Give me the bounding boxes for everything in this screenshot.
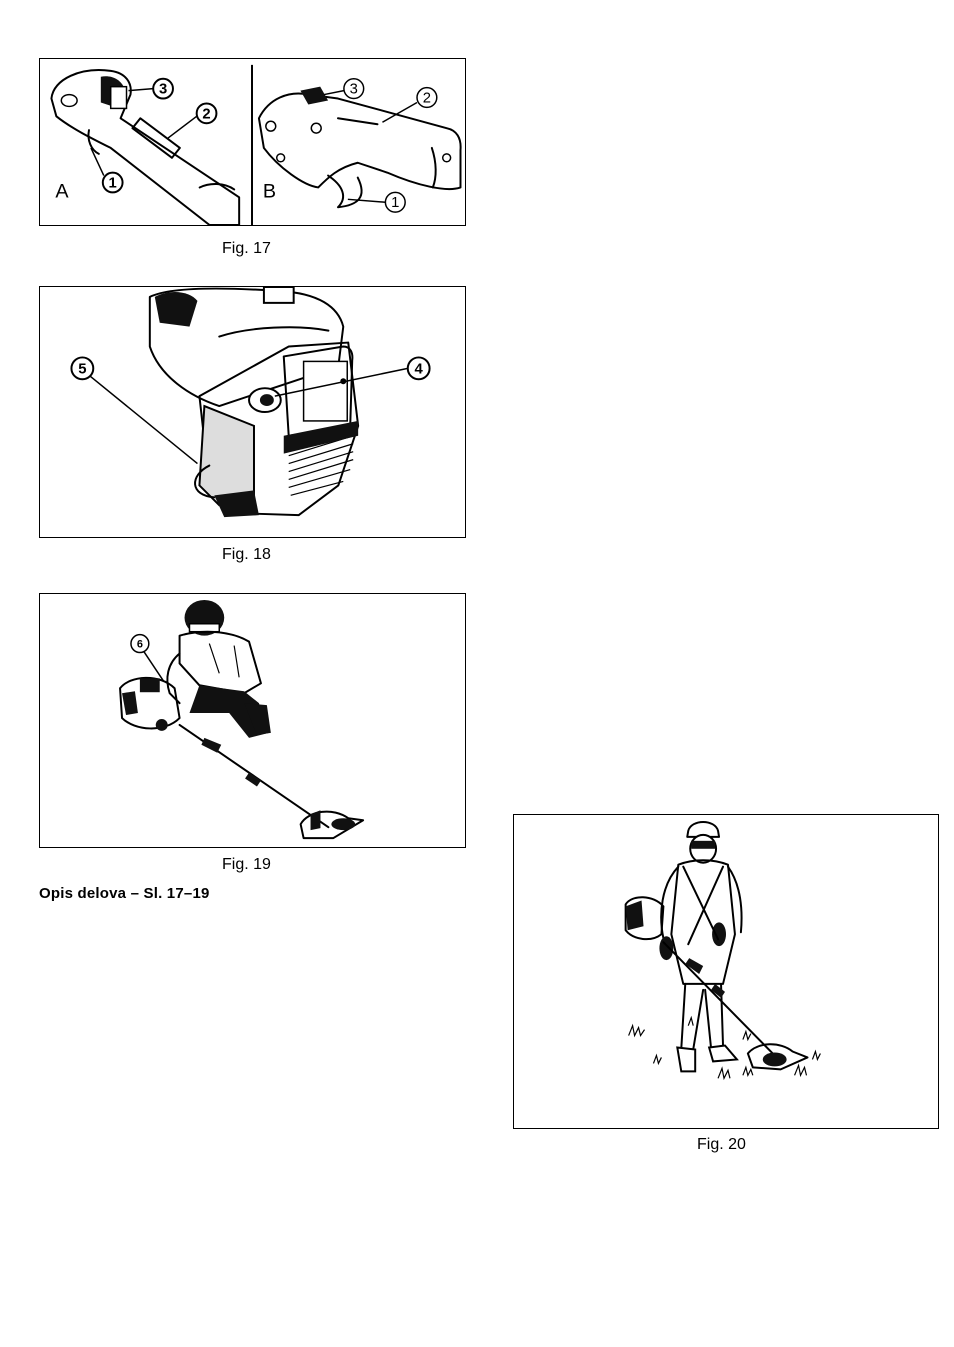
figure-18-caption: Fig. 18 bbox=[222, 546, 271, 564]
figure-17: 3 2 1 A 3 bbox=[39, 58, 466, 226]
section-title: Opis delova – Sl. 17–19 bbox=[39, 885, 210, 902]
callout-6: 6 bbox=[131, 635, 164, 682]
svg-text:3: 3 bbox=[350, 82, 358, 98]
callout-a-3: 3 bbox=[128, 79, 172, 99]
figure-18: 5 4 bbox=[39, 286, 466, 538]
engine-illustration bbox=[150, 287, 358, 517]
svg-text:2: 2 bbox=[202, 106, 210, 122]
kneeling-operator-illustration bbox=[120, 600, 363, 838]
panel-b-label: B bbox=[263, 180, 276, 202]
figure-19: 6 bbox=[39, 593, 466, 848]
callout-b-3: 3 bbox=[324, 79, 364, 99]
svg-text:1: 1 bbox=[109, 175, 117, 191]
figure-17-illustration: 3 2 1 A 3 bbox=[40, 59, 465, 225]
svg-text:3: 3 bbox=[159, 82, 167, 98]
svg-text:4: 4 bbox=[415, 361, 424, 377]
figure-20-caption: Fig. 20 bbox=[697, 1136, 746, 1154]
svg-text:6: 6 bbox=[137, 639, 143, 651]
figure-19-caption: Fig. 19 bbox=[222, 856, 271, 874]
figure-17-caption: Fig. 17 bbox=[222, 240, 271, 258]
figure-20-illustration bbox=[514, 815, 938, 1128]
panel-a-label: A bbox=[55, 180, 69, 202]
figure-20 bbox=[513, 814, 939, 1129]
figure-19-illustration: 6 bbox=[40, 594, 465, 847]
figure-18-illustration: 5 4 bbox=[40, 287, 465, 537]
svg-text:5: 5 bbox=[78, 361, 86, 377]
callout-5: 5 bbox=[71, 357, 197, 463]
handle-a-illustration bbox=[51, 70, 239, 225]
callout-a-2: 2 bbox=[168, 103, 216, 138]
svg-text:1: 1 bbox=[391, 195, 399, 211]
svg-text:2: 2 bbox=[423, 90, 431, 106]
standing-operator-illustration bbox=[626, 822, 821, 1078]
